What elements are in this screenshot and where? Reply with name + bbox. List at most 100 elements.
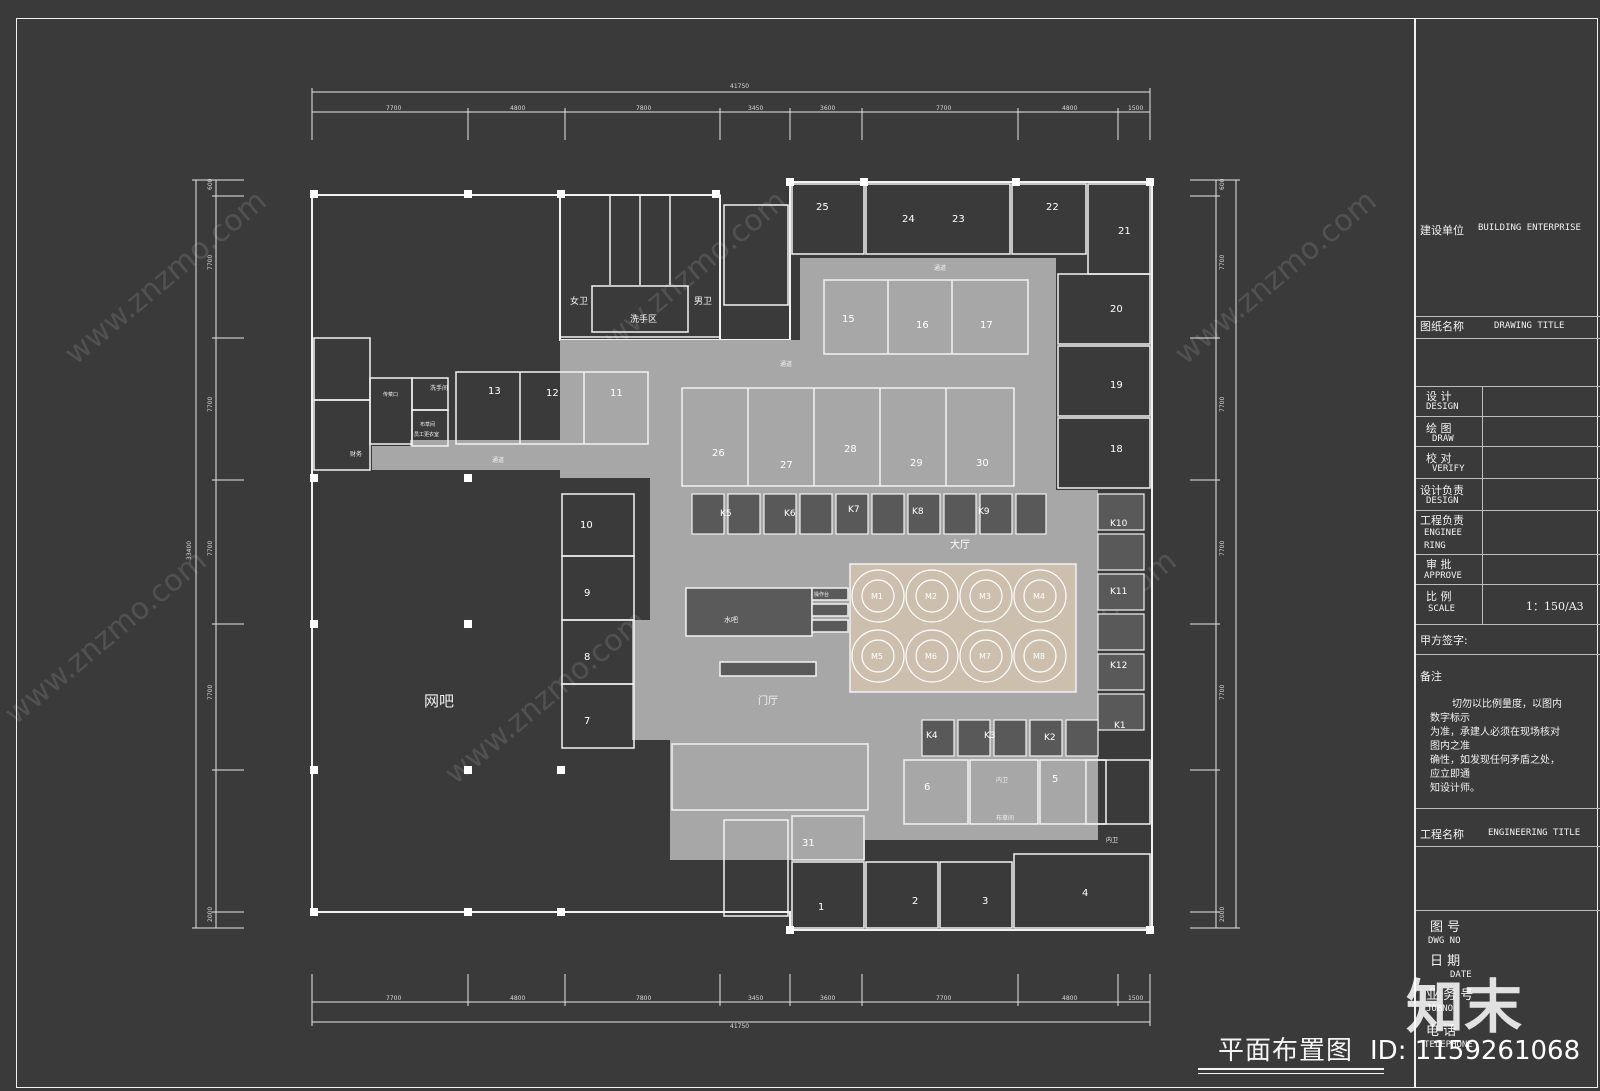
tb-divider	[1416, 846, 1600, 847]
room-number: 15	[842, 314, 855, 325]
tb-verify-en: VERIFY	[1432, 464, 1465, 474]
tb-date-cn: 日 期	[1430, 954, 1461, 969]
dim-bottom-seg: 7800	[636, 995, 651, 1002]
m-table-label: M6	[925, 652, 937, 661]
room-staff-changing: 员工更衣室	[414, 431, 439, 438]
room-lobby: 大厅	[950, 538, 970, 551]
tb-divider	[1416, 446, 1600, 447]
dim-top-seg: 7700	[386, 105, 401, 112]
room-washroom: 洗手区	[630, 313, 657, 325]
tb-design-en: DESIGN	[1426, 402, 1459, 412]
tb-business-cn: 业 务 号	[1426, 988, 1474, 1003]
tb-divider	[1416, 624, 1600, 625]
m-table-label: M8	[1033, 652, 1045, 661]
tb-divider	[1416, 316, 1600, 317]
k-room-label: K12	[1110, 661, 1127, 671]
tb-building-enterprise-cn: 建设单位	[1420, 224, 1464, 237]
tb-dwg-no-en: DWG NO	[1428, 936, 1461, 946]
room-inner-wc2: 内卫	[1106, 836, 1118, 844]
dim-top-seg: 4800	[510, 105, 525, 112]
dim-top-seg: 4800	[1062, 105, 1077, 112]
tb-note-line: 数字标示	[1430, 713, 1470, 724]
lobby-tables-area	[849, 563, 1077, 693]
room-number: 17	[980, 320, 993, 331]
tb-divider	[1416, 910, 1600, 911]
room-number: 24	[902, 214, 915, 225]
m-table-label: M5	[871, 652, 883, 661]
tb-building-enterprise-en: BUILDING ENTERPRISE	[1478, 223, 1581, 233]
tb-note-line: 为准，承建人必须在现场核对	[1430, 727, 1560, 738]
room-linen2: 布草间	[420, 421, 435, 428]
dim-left-seg: 2000	[207, 907, 214, 922]
room-number: 4	[1082, 888, 1088, 899]
tb-notes-title: 备注	[1420, 670, 1442, 683]
room-netcafe: 网吧	[424, 692, 454, 710]
tb-approve-cn: 审 批	[1426, 558, 1452, 571]
room-number: 1	[818, 902, 824, 913]
room-corridor3: 通道	[780, 360, 792, 368]
k-room-label: K1	[1114, 721, 1126, 731]
plan-title: 平面布置图	[1218, 1036, 1354, 1066]
room-number: 16	[916, 320, 929, 331]
room-number: 20	[1110, 304, 1123, 315]
k-room-label: K5	[720, 509, 732, 519]
tb-divider	[1416, 416, 1600, 417]
dim-bottom-total: 41750	[730, 1023, 749, 1030]
dim-left-seg: 7700	[207, 255, 214, 270]
room-number: 6	[924, 782, 930, 793]
room-number: 12	[546, 388, 559, 399]
room-wash: 洗手间	[430, 384, 448, 392]
room-number: 31	[802, 838, 815, 849]
room-women-wc: 女卫	[570, 295, 588, 307]
dim-right-seg: 7700	[1219, 397, 1226, 412]
tb-engineering-lead-en2: RING	[1424, 541, 1446, 551]
tb-notes: 切勿以比例量度，以图内 数字标示 为准，承建人必须在现场核对 图内之准 确性，如…	[1430, 698, 1590, 796]
room-water-bar: 水吧	[724, 615, 738, 624]
k-room-label: K10	[1110, 519, 1128, 529]
tb-verify-cn: 校 对	[1426, 452, 1452, 465]
tb-phone-en: TELEPHONE	[1424, 1040, 1473, 1050]
tb-engineering-title-cn: 工程名称	[1420, 828, 1464, 841]
tb-note-line: 确性，如发现任何矛盾之处，	[1430, 755, 1560, 766]
tb-note-line: 知设计师。	[1430, 783, 1480, 794]
room-number: 29	[910, 458, 923, 469]
tb-divider	[1416, 584, 1600, 585]
tb-draw-cn: 绘 图	[1426, 422, 1452, 435]
tb-engineering-title-en: ENGINEERING TITLE	[1488, 828, 1581, 838]
dim-left-seg: 600	[207, 178, 214, 190]
room-number: 22	[1046, 202, 1059, 213]
drawing-frame	[16, 18, 1598, 1088]
room-number: 25	[816, 202, 829, 213]
tb-column-divider	[1482, 386, 1483, 624]
dim-bottom-seg: 7700	[936, 995, 951, 1002]
dim-right-seg: 2000	[1219, 907, 1226, 922]
room-number: 8	[584, 652, 590, 663]
dim-bottom-seg: 7700	[386, 995, 401, 1002]
plan-title-underline	[1198, 1073, 1384, 1074]
tb-divider	[1416, 808, 1600, 809]
k-room-label: K11	[1110, 587, 1127, 597]
tb-drawing-title-en: DRAWING TITLE	[1494, 321, 1565, 331]
watermark-logo: 知末	[1406, 973, 1523, 1041]
room-men-wc: 男卫	[694, 296, 712, 307]
tb-divider	[1416, 654, 1600, 655]
tb-engineering-lead-en1: ENGINEE	[1424, 528, 1462, 538]
tb-date-en: DATE	[1450, 970, 1472, 980]
tb-scale-value: 1：150/A3	[1526, 600, 1584, 613]
k-room-label: K8	[912, 507, 924, 517]
k-room-label: K3	[984, 731, 996, 741]
room-passage: 传菜口	[383, 391, 398, 398]
tb-scale-cn: 比 例	[1426, 590, 1452, 603]
m-table-label: M7	[979, 652, 991, 661]
tb-approve-en: APPROVE	[1424, 571, 1462, 581]
tb-note-line: 应立即通	[1430, 769, 1470, 780]
dim-left-seg: 7700	[207, 541, 214, 556]
room-linen: 布草间	[996, 814, 1014, 822]
room-number: 11	[610, 388, 623, 399]
m-table-label: M4	[1033, 592, 1045, 601]
tb-dwg-no-cn: 图 号	[1430, 920, 1461, 935]
dim-right-seg: 7700	[1219, 685, 1226, 700]
m-table-label: M1	[871, 592, 883, 601]
tb-divider	[1416, 478, 1600, 479]
room-number: 5	[1052, 774, 1058, 785]
